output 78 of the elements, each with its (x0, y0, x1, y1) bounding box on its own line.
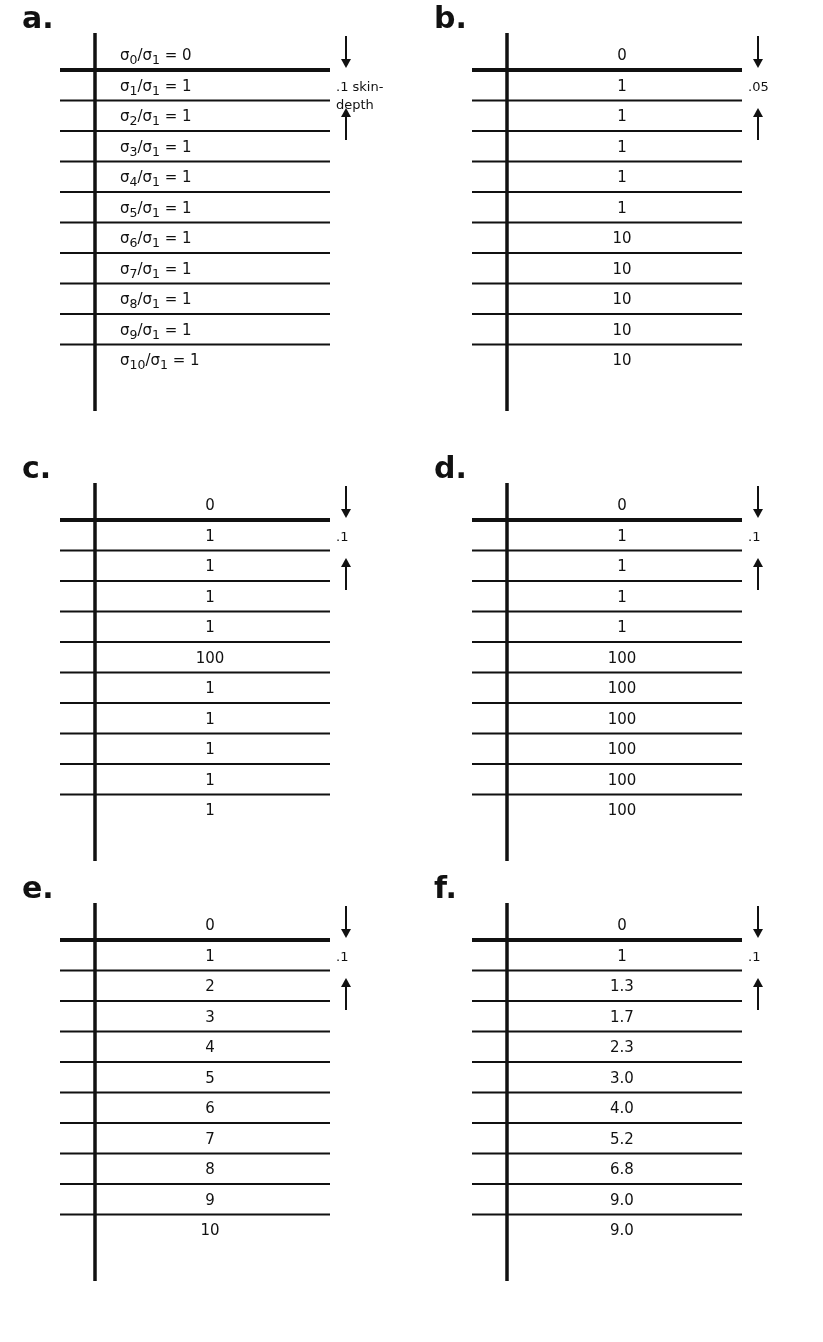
conductivity-value: 2.3 (609, 1038, 635, 1056)
conductivity-value: 100 (606, 740, 638, 758)
conductivity-value: 1 (616, 137, 628, 156)
conductivity-value: 1 (204, 557, 216, 575)
conductivity-value: 0 (204, 916, 216, 934)
panel-letter: d. (434, 452, 467, 484)
conductivity-ratio: σ$_{8}$/σ$_{1}$ = 1 (120, 290, 192, 313)
conductivity-value: 1 (204, 770, 216, 789)
conductivity-value: 1 (204, 618, 216, 636)
conductivity-value: 1 (616, 107, 628, 125)
conductivity-value: 1 (616, 557, 628, 575)
conductivity-value: 7 (204, 1129, 216, 1148)
conductivity-value: 1 (204, 587, 216, 606)
conductivity-value: 9 (204, 1190, 216, 1209)
conductivity-ratio: σ$_{10}$/σ$_{1}$ = 1 (120, 351, 200, 374)
conductivity-value: 6 (204, 1099, 216, 1117)
conductivity-value: 8 (204, 1160, 216, 1178)
conductivity-value: 2 (204, 977, 216, 995)
layer-thickness-label: .1 (336, 528, 350, 546)
conductivity-ratio: σ$_{2}$/σ$_{1}$ = 1 (120, 107, 192, 130)
conductivity-ratio: σ$_{6}$/σ$_{1}$ = 1 (120, 229, 192, 252)
conductivity-value: 100 (606, 801, 638, 819)
layer-thickness-label: .1 (748, 948, 762, 966)
conductivity-value: 10 (611, 229, 633, 247)
conductivity-value: 100 (606, 679, 638, 697)
conductivity-ratio: σ$_{0}$/σ$_{1}$ = 0 (120, 46, 192, 69)
conductivity-value: 1 (204, 679, 216, 697)
conductivity-value: 10 (611, 290, 633, 308)
conductivity-value: 1 (616, 946, 628, 965)
panel-letter: c. (22, 452, 52, 484)
conductivity-ratio: σ$_{1}$/σ$_{1}$ = 1 (120, 76, 192, 100)
conductivity-value: 1 (204, 526, 216, 545)
conductivity-value: 1 (616, 76, 628, 95)
conductivity-value: 4 (204, 1038, 216, 1056)
conductivity-value: 0 (616, 496, 628, 514)
layer-thickness-label: .1 skin- depth (336, 78, 385, 114)
conductivity-value: 6.8 (609, 1160, 635, 1178)
conductivity-value: 1 (616, 587, 628, 606)
conductivity-value: 0 (616, 916, 628, 934)
conductivity-ratio: σ$_{9}$/σ$_{1}$ = 1 (120, 320, 192, 344)
conductivity-value: 1 (204, 801, 216, 819)
conductivity-value: 100 (606, 648, 638, 667)
conductivity-value: 9.0 (609, 1221, 635, 1239)
conductivity-value: 1 (616, 198, 628, 217)
conductivity-value: 0 (616, 46, 628, 64)
conductivity-value: 10 (611, 320, 633, 339)
conductivity-value: 3.0 (609, 1068, 635, 1087)
conductivity-value: 1.7 (609, 1007, 635, 1026)
panel-letter: f. (434, 872, 457, 904)
conductivity-value: 5 (204, 1068, 216, 1087)
conductivity-value: 1 (616, 618, 628, 636)
panel-letter: e. (22, 872, 54, 904)
conductivity-value: 0 (204, 496, 216, 514)
conductivity-value: 100 (606, 709, 638, 728)
panel-letter: a. (22, 2, 54, 34)
layer-thickness-label: .1 (336, 948, 350, 966)
panel-letter: b. (434, 2, 467, 34)
conductivity-value: 1 (616, 168, 628, 186)
conductivity-value: 10 (611, 351, 633, 369)
conductivity-value: 9.0 (609, 1190, 635, 1209)
conductivity-value: 1.3 (609, 977, 635, 995)
conductivity-value: 1 (204, 946, 216, 965)
layer-thickness-label: .05 (748, 78, 770, 96)
conductivity-ratio: σ$_{3}$/σ$_{1}$ = 1 (120, 137, 192, 161)
conductivity-ratio: σ$_{5}$/σ$_{1}$ = 1 (120, 198, 192, 222)
conductivity-value: 10 (199, 1221, 221, 1239)
conductivity-value: 3 (204, 1007, 216, 1026)
conductivity-value: 5.2 (609, 1129, 635, 1148)
conductivity-ratio: σ$_{4}$/σ$_{1}$ = 1 (120, 168, 192, 191)
conductivity-value: 1 (204, 709, 216, 728)
conductivity-value: 100 (194, 648, 226, 667)
conductivity-value: 10 (611, 259, 633, 278)
conductivity-value: 4.0 (609, 1099, 635, 1117)
conductivity-ratio: σ$_{7}$/σ$_{1}$ = 1 (120, 259, 192, 283)
conductivity-value: 1 (204, 740, 216, 758)
conductivity-value: 100 (606, 770, 638, 789)
conductivity-value: 1 (616, 526, 628, 545)
layer-thickness-label: .1 (748, 528, 762, 546)
